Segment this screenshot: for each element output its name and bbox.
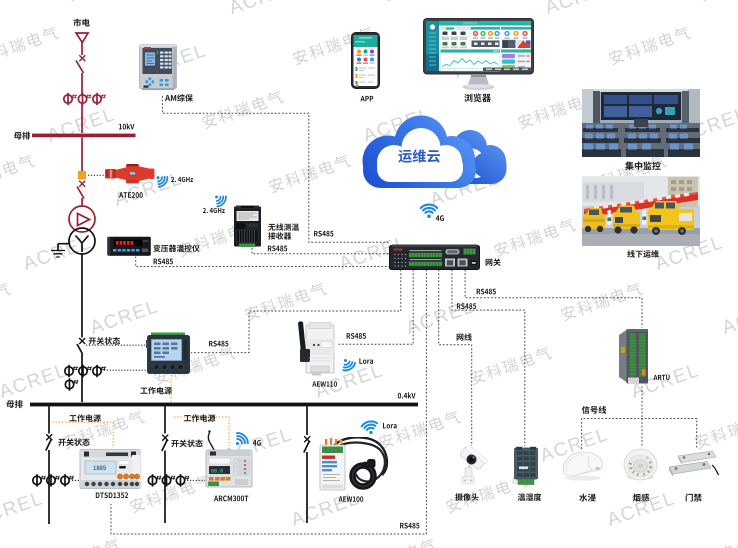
svg-text:1885: 1885 — [93, 466, 107, 472]
svg-text:88.8: 88.8 — [211, 469, 223, 475]
